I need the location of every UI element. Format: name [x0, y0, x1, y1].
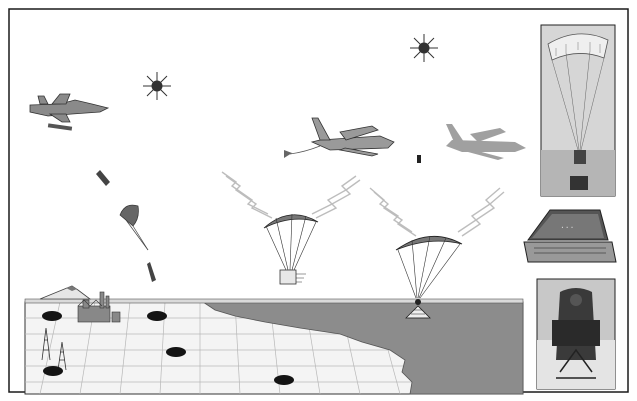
explosion-icon [410, 34, 438, 62]
target-icon [147, 311, 167, 321]
parafoil-airdrop-photo [541, 25, 615, 196]
target-icon [166, 347, 186, 357]
falling-bundle-icon [417, 155, 421, 163]
explosion-icon [143, 72, 171, 100]
target-icon [43, 366, 63, 376]
target-icon [42, 311, 62, 321]
laptop-screen-text: ... [560, 222, 574, 231]
cargo-platform-photo [537, 279, 615, 389]
target-icon [274, 375, 294, 385]
